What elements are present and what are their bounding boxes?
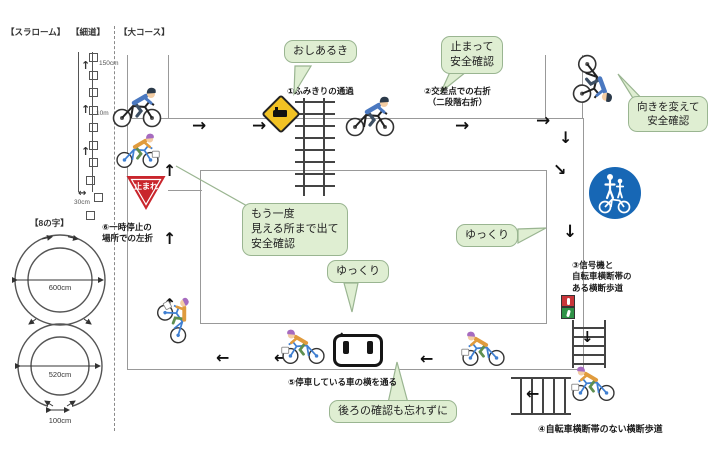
speech-bubble-check-behind: 後ろの確認も忘れずに	[329, 400, 457, 423]
speech-bubble-walk-bike: おしあるき	[284, 40, 357, 63]
car-window	[367, 341, 373, 354]
slalom-section-label: 【スラローム】	[6, 27, 66, 37]
slalom-cone	[89, 53, 98, 62]
arrow-left-icon: ←	[216, 348, 230, 367]
left-road-edge	[168, 55, 169, 119]
pedestrian-bicycle-sign-icon	[589, 167, 641, 219]
stop-sign-text: 止まれ	[134, 181, 158, 191]
kid-cyclist-icon	[570, 363, 617, 407]
narrow-path-width-value: 30cm	[74, 199, 90, 206]
crosswalk-with-bike-lane	[572, 320, 606, 368]
narrow-path-left-line	[78, 52, 79, 192]
slalom-cone	[89, 70, 98, 80]
step-label-pass-parked-car: ⑤停車している車の横を通る	[288, 377, 397, 387]
slalom-cone	[89, 123, 98, 132]
speech-bubble-slowly-2: ゆっくり	[456, 224, 518, 247]
signal-red-cell	[561, 295, 575, 307]
arrow-up-icon: ↑	[163, 229, 177, 248]
parked-car-icon	[333, 334, 383, 367]
kid-cyclist-turning-icon	[148, 289, 210, 352]
figure8-section-label: 【8の字】	[30, 218, 69, 228]
kid-cyclist-icon	[460, 328, 507, 372]
arrow-up-icon: ↑	[81, 103, 91, 116]
train-glyph	[273, 107, 287, 117]
walking-person-glyph	[565, 309, 571, 317]
arrow-left-right-icon: ↔	[78, 188, 87, 199]
narrow-path-section-label: 【細道】	[71, 27, 106, 37]
step-label-signal-crosswalk: ③信号機と 自転車横断帯の ある横断歩道	[572, 260, 632, 293]
course-inner-block	[200, 170, 547, 324]
speech-bubble-turn-check: 向きを変えて 安全確認	[628, 96, 709, 133]
section-divider	[114, 26, 115, 431]
arrow-down-icon: ↓	[581, 328, 594, 346]
figure8-gap-value: 100cm	[49, 416, 72, 425]
main-course-section-label: 【大コース】	[119, 27, 170, 37]
speech-bubble-slowly-1: ゆっくり	[327, 260, 389, 283]
figure8-track: 600cm 520cm 100cm	[12, 234, 106, 425]
slalom-cone	[94, 193, 103, 202]
slalom-cone	[89, 140, 98, 150]
railroad-track	[295, 98, 335, 196]
signal-green-cell	[561, 307, 575, 319]
adult-cyclist-icon	[343, 93, 397, 142]
arrow-downright-icon: ↘	[553, 160, 567, 179]
pedestrian-signal-icon	[561, 295, 577, 323]
arrow-right-icon: →	[192, 116, 207, 136]
rail	[303, 98, 305, 196]
adult-cyclist-icon	[110, 84, 164, 133]
rail	[323, 98, 325, 196]
slalom-cones	[86, 53, 103, 220]
kid-cyclist-icon	[280, 326, 327, 370]
standing-person-glyph	[566, 297, 570, 305]
figure8-top-diameter-value: 600cm	[49, 283, 72, 292]
railroad-crossing-sign-icon	[261, 94, 301, 134]
slalom-cone	[89, 88, 98, 97]
narrow-path-right-line	[92, 52, 93, 192]
slalom-cone	[89, 158, 98, 167]
slalom-cone	[86, 175, 95, 185]
adult-cyclist-turning-icon	[565, 50, 623, 112]
kid-cyclist-icon	[114, 130, 161, 174]
step-label-crosswalk-no-bike-lane: ④自転車横断帯のない横断歩道	[538, 424, 663, 434]
left-road-edge	[127, 55, 128, 119]
step-label-stop-left-turn: ⑥一時停止の 場所での左折	[102, 222, 154, 244]
stop-line	[168, 190, 202, 191]
car-window	[343, 341, 349, 354]
slalom-cone	[89, 105, 98, 115]
step-label-intersection-right-turn: ②交差点での右折 （二段階右折）	[424, 86, 491, 108]
arrow-left-icon: ←	[526, 384, 540, 403]
arrow-right-icon: →	[252, 116, 267, 136]
crosswalk-without-bike-lane	[511, 377, 571, 415]
slalom-spacing-value: 150cm	[99, 60, 119, 67]
step-label-railroad-crossing: ①ふみきりの通過	[287, 86, 354, 96]
arrow-down-icon: ↓	[559, 128, 573, 147]
arrow-right-icon: →	[455, 116, 470, 136]
narrow-path-length-value: 10m	[96, 110, 109, 117]
arrow-down-icon: ↓	[563, 222, 578, 242]
arrow-up-icon: ↑	[163, 161, 177, 180]
figure8-bottom-diameter-value: 520cm	[49, 370, 72, 379]
arrow-right-icon: →	[536, 111, 551, 131]
arrow-left-icon: ←	[420, 349, 434, 368]
arrow-up-icon: ↑	[81, 59, 91, 72]
slalom-cone	[86, 210, 95, 220]
stop-sign-icon: 止まれ	[126, 176, 166, 210]
right-road-edge	[545, 55, 546, 119]
speech-bubble-stop-check: 止まって 安全確認	[441, 36, 503, 74]
speech-bubble-look-again: もう一度 見える所まで出て 安全確認	[242, 203, 348, 256]
arrow-up-icon: ↑	[81, 145, 91, 158]
